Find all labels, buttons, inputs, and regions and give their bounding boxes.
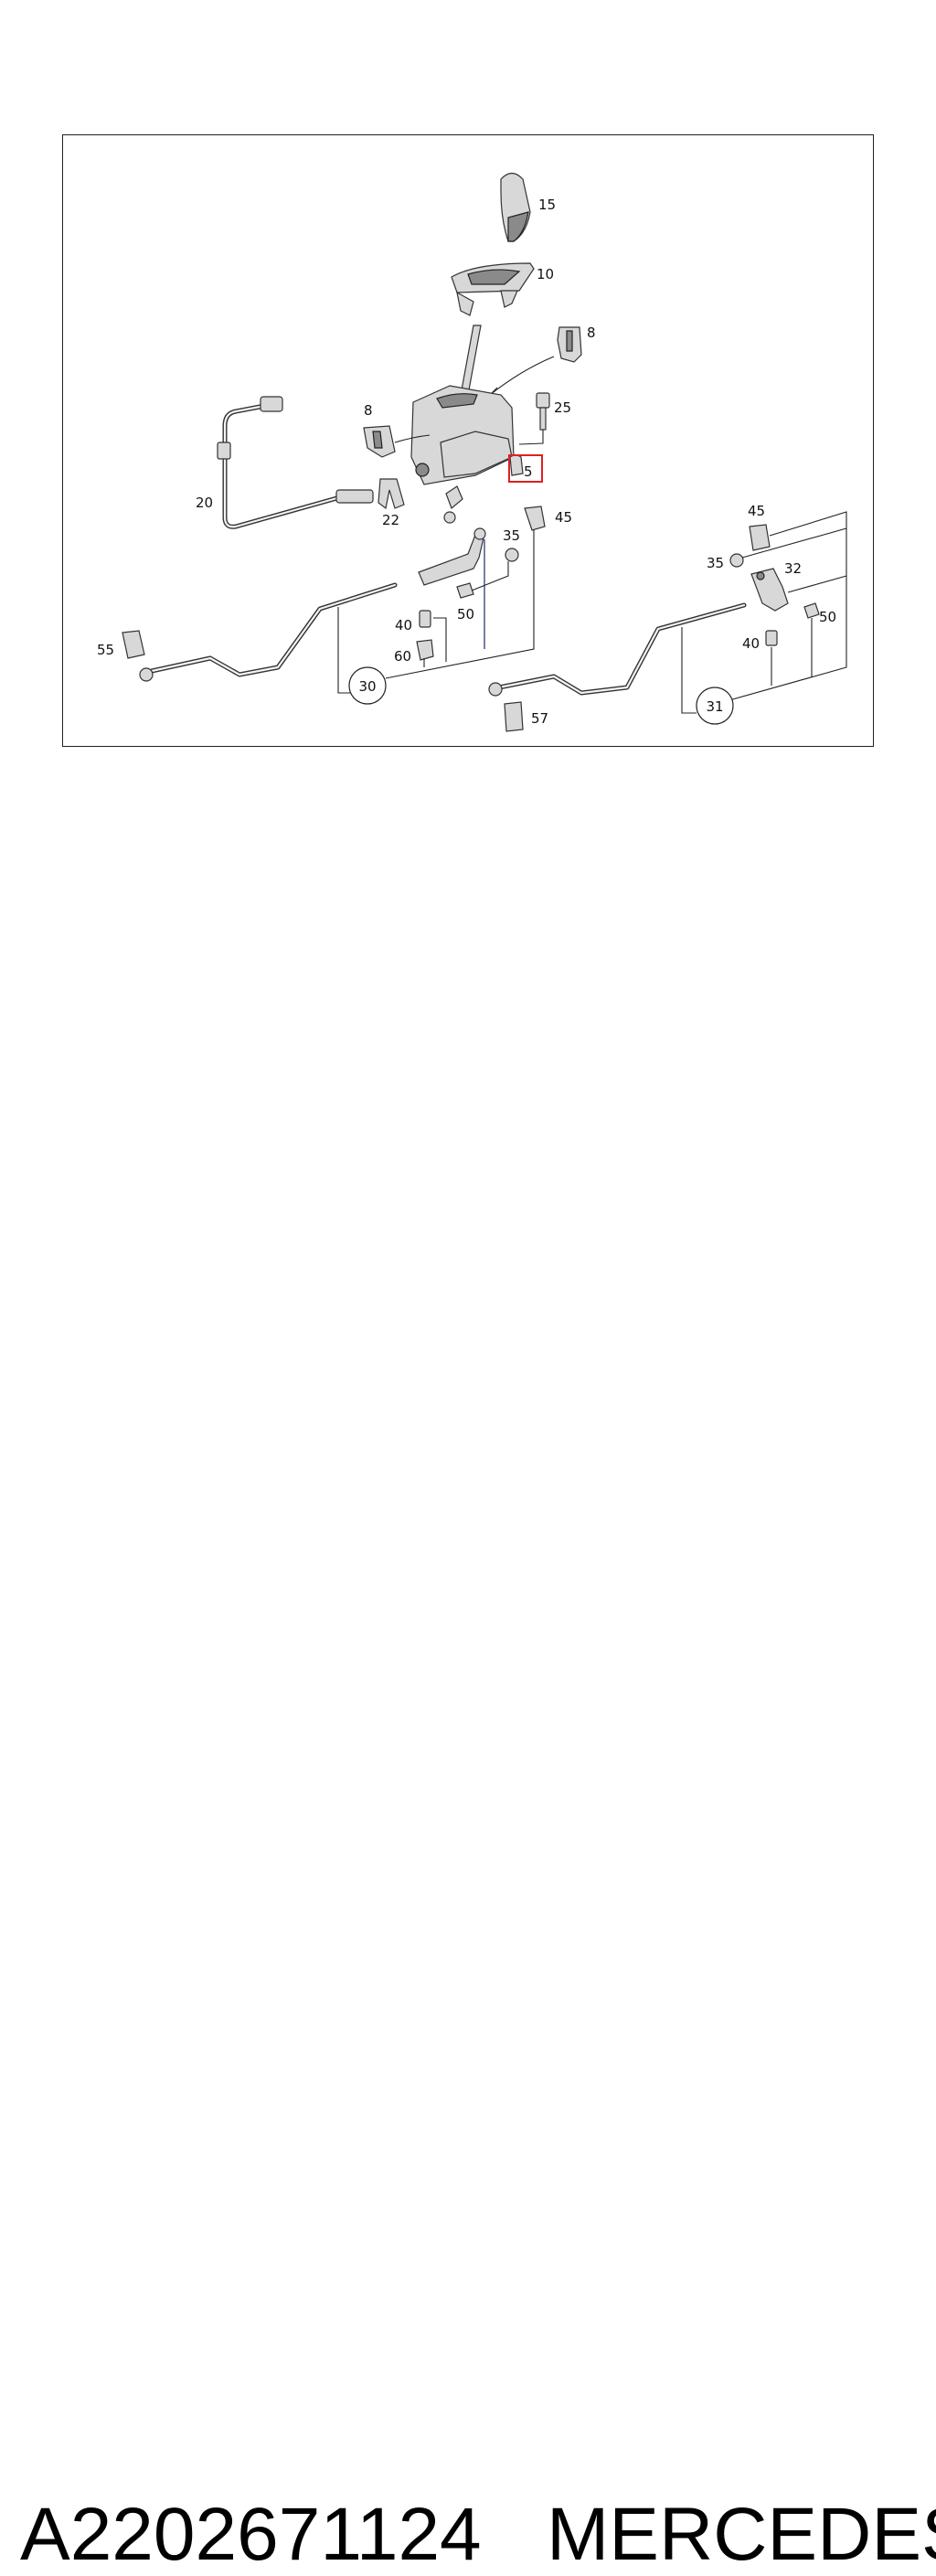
shift-rod-upper-part — [418, 527, 486, 586]
callout-15: 15 — [538, 197, 556, 213]
callout-25: 25 — [554, 399, 571, 416]
leader-8-top — [489, 356, 555, 396]
callout-40-left: 40 — [395, 617, 412, 633]
callout-5: 5 — [524, 463, 533, 480]
leader-8-left — [394, 434, 431, 443]
callout-8-top: 8 — [587, 325, 596, 341]
callout-40-right: 40 — [742, 635, 760, 652]
callout-10: 10 — [537, 266, 554, 282]
shift-rod-left-part — [139, 582, 398, 682]
callout-60: 60 — [394, 648, 411, 665]
highlight-box-5 — [508, 454, 543, 483]
caption: A2202671124 MERCEDES — [0, 1245, 936, 2572]
cable-20-part — [217, 396, 374, 529]
bolt-25-part — [536, 392, 550, 431]
callout-55: 55 — [97, 642, 114, 658]
bracket-55-part — [122, 630, 145, 659]
callout-31: 31 — [706, 698, 723, 715]
leader-25 — [518, 430, 544, 445]
lever-32-part — [750, 568, 789, 612]
leader-50-left — [471, 561, 509, 591]
clip-8-top-part — [557, 326, 582, 363]
clip-45-right-part — [749, 524, 771, 551]
shift-lever-part — [460, 325, 482, 396]
callout-22: 22 — [382, 512, 399, 528]
callout-35-right: 35 — [707, 555, 724, 571]
bracket-57-part — [504, 701, 524, 732]
callout-35-left: 35 — [503, 527, 520, 544]
bushing-35-left-part — [505, 548, 519, 562]
callout-8-left: 8 — [364, 402, 373, 419]
callout-50-right: 50 — [819, 609, 836, 625]
clamp-22-part — [378, 478, 405, 510]
shift-gate-cover-part — [451, 262, 535, 316]
brand-name: MERCEDES — [547, 2493, 936, 2576]
callout-50-left: 50 — [457, 606, 474, 623]
group-30-circle — [348, 666, 387, 705]
pin-50-left-part — [456, 582, 474, 599]
callout-45-right: 45 — [748, 503, 765, 519]
nut-60-part — [416, 639, 434, 661]
bushing-5-part — [509, 454, 524, 476]
shifter-housing-part — [410, 385, 515, 524]
diagram-frame — [62, 134, 874, 747]
clip-8-left-part — [363, 425, 396, 458]
bushing-35-right-part — [729, 553, 744, 568]
callout-30: 30 — [358, 678, 376, 695]
callout-57: 57 — [531, 710, 548, 727]
nut-40-right-part — [765, 630, 778, 646]
callout-32: 32 — [784, 560, 802, 577]
nut-40-left-part — [419, 610, 431, 628]
parts-diagram: 15 10 8 5 25 8 22 — [97, 172, 847, 732]
group-30-leaders — [337, 530, 535, 694]
pin-50-right-part — [803, 602, 820, 619]
clip-45-left-part — [524, 506, 546, 531]
callout-20: 20 — [196, 495, 213, 511]
shift-knob-part — [500, 172, 531, 242]
shift-rod-right-part — [488, 602, 747, 697]
group-31-leaders — [681, 511, 847, 714]
part-number: A2202671124 — [20, 2493, 482, 2576]
group-31-circle — [696, 687, 734, 725]
callout-45-left: 45 — [555, 509, 572, 526]
